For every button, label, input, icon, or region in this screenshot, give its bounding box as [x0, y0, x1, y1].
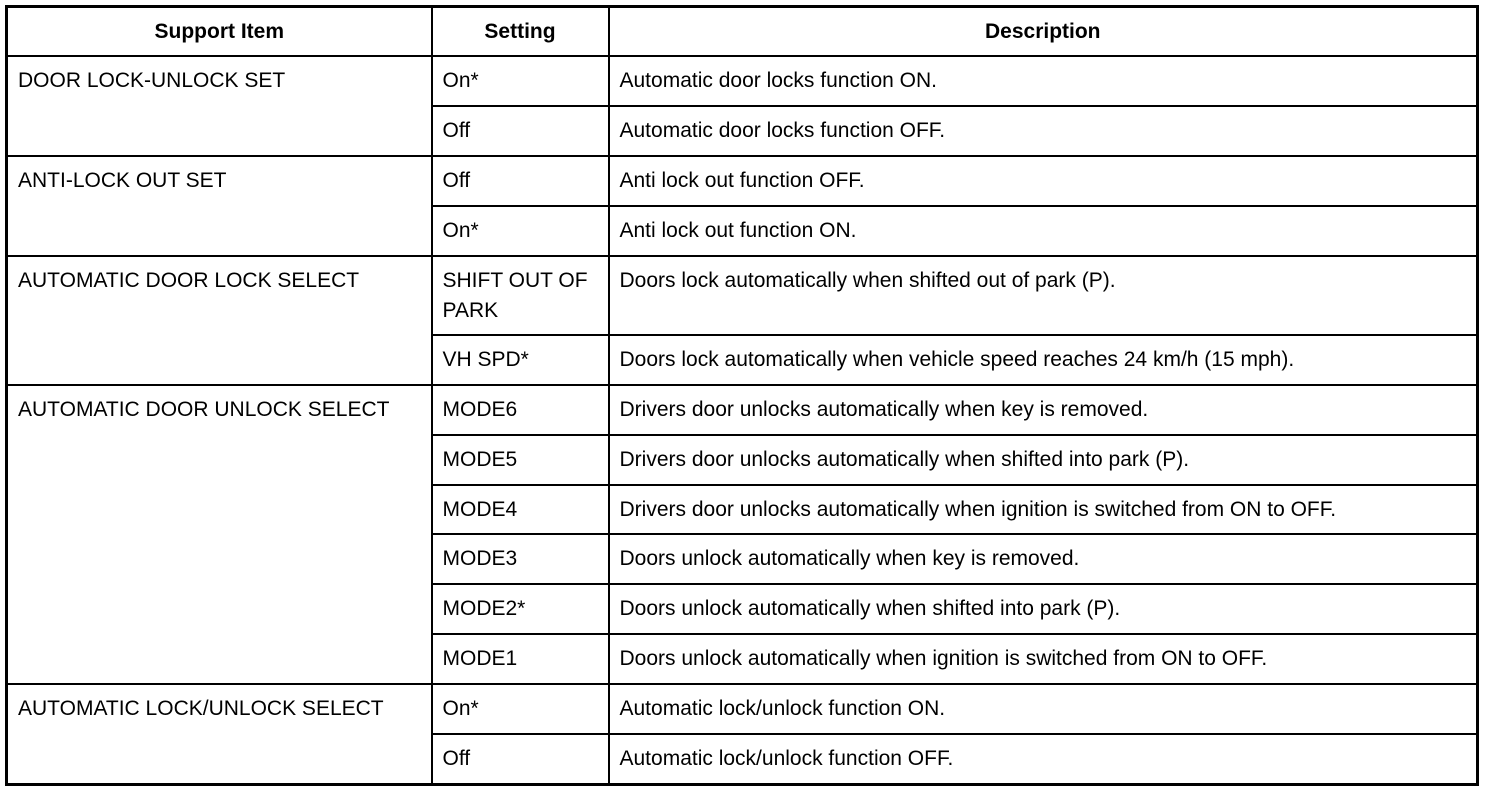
settings-table-container: Support Item Setting Description DOOR LO…	[5, 5, 1479, 786]
table-row: ANTI-LOCK OUT SET Off Anti lock out func…	[5, 155, 1479, 257]
support-item-cell: AUTOMATIC DOOR LOCK SELECT	[5, 255, 433, 386]
description-cell: Doors lock automatically when shifted ou…	[607, 255, 1479, 336]
table-header-row: Support Item Setting Description	[5, 5, 1479, 57]
setting-cell: MODE5	[430, 434, 610, 486]
setting-cell: On*	[430, 683, 610, 735]
table-row: MODE5 Drivers door unlocks automatically…	[7, 434, 1479, 486]
description-cell: Doors unlock automatically when key is r…	[607, 533, 1479, 585]
setting-cell: On*	[430, 205, 610, 257]
setting-cell: On*	[430, 55, 610, 107]
description-cell: Doors unlock automatically when ignition…	[607, 633, 1479, 685]
setting-cell: Off	[430, 155, 610, 207]
setting-cell: SHIFT OUT OF PARK	[430, 255, 610, 336]
setting-cell: MODE4	[430, 484, 610, 535]
table-row: On* Anti lock out function ON.	[7, 205, 1479, 257]
description-cell: Drivers door unlocks automatically when …	[607, 384, 1479, 436]
table-row: VH SPD* Doors lock automatically when ve…	[7, 334, 1479, 386]
header-description: Description	[607, 5, 1479, 57]
description-cell: Drivers door unlocks automatically when …	[607, 484, 1479, 535]
table-row: AUTOMATIC LOCK/UNLOCK SELECT On* Automat…	[5, 683, 1479, 786]
support-item-cell: DOOR LOCK-UNLOCK SET	[5, 55, 433, 157]
setting-cell: MODE6	[430, 384, 610, 436]
setting-cell: Off	[430, 733, 610, 786]
description-cell: Anti lock out function OFF.	[607, 155, 1479, 207]
description-cell: Drivers door unlocks automatically when …	[607, 434, 1479, 486]
table-row: Off Automatic lock/unlock function OFF.	[7, 733, 1479, 786]
header-support-item: Support Item	[5, 5, 433, 57]
table-row: MODE3 Doors unlock automatically when ke…	[7, 533, 1479, 585]
setting-cell: MODE2*	[430, 583, 610, 635]
setting-cell: MODE3	[430, 533, 610, 585]
table-row: AUTOMATIC DOOR UNLOCK SELECT MODE6 Drive…	[5, 384, 1479, 685]
description-cell: Automatic door locks function ON.	[607, 55, 1479, 107]
description-cell: Doors unlock automatically when shifted …	[607, 583, 1479, 635]
description-cell: Automatic lock/unlock function OFF.	[607, 733, 1479, 786]
table-row: DOOR LOCK-UNLOCK SET On* Automatic door …	[5, 55, 1479, 157]
header-setting: Setting	[430, 5, 610, 57]
description-cell: Doors lock automatically when vehicle sp…	[607, 334, 1479, 386]
support-item-settings-table: Support Item Setting Description DOOR LO…	[5, 5, 1479, 786]
table-row: AUTOMATIC DOOR LOCK SELECT SHIFT OUT OF …	[5, 255, 1479, 386]
table-row: Off Automatic door locks function OFF.	[7, 105, 1479, 157]
setting-cell: MODE1	[430, 633, 610, 685]
table-row: MODE2* Doors unlock automatically when s…	[7, 583, 1479, 635]
support-item-cell: AUTOMATIC DOOR UNLOCK SELECT	[5, 384, 433, 685]
description-cell: Automatic door locks function OFF.	[607, 105, 1479, 157]
description-cell: Anti lock out function ON.	[607, 205, 1479, 257]
support-item-cell: ANTI-LOCK OUT SET	[5, 155, 433, 257]
description-cell: Automatic lock/unlock function ON.	[607, 683, 1479, 735]
support-item-cell: AUTOMATIC LOCK/UNLOCK SELECT	[5, 683, 433, 786]
setting-cell: Off	[430, 105, 610, 157]
table-row: MODE4 Drivers door unlocks automatically…	[7, 484, 1479, 535]
setting-cell: VH SPD*	[430, 334, 610, 386]
table-row: MODE1 Doors unlock automatically when ig…	[7, 633, 1479, 685]
